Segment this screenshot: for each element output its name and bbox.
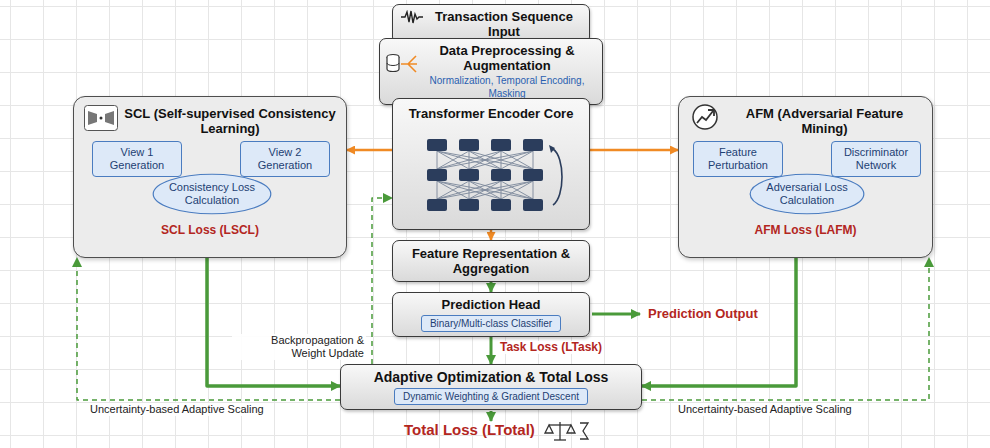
module-panel: AFM (Adversarial Feature Mining) AFM Loss… [678, 96, 933, 258]
connector-arrow [490, 230, 493, 240]
node-title: Transaction Sequence Input [427, 9, 581, 39]
node-subtitle: AFM Loss (LAFM) [679, 223, 932, 237]
prediction-output-arrow [592, 314, 640, 315]
scl-icon [84, 105, 118, 131]
module-panel: SCL (Self-supervised Consistency Learnin… [73, 96, 347, 258]
loss-box: Adaptive Optimization & Total LossDynami… [340, 364, 642, 410]
total-loss-arrow [491, 411, 492, 421]
connector-arrow [372, 198, 392, 364]
process-box: Feature Perturbation [693, 141, 783, 177]
node-title: Feature Representation & Aggregation [401, 246, 581, 276]
node-title: Consistency Loss Calculation [166, 181, 258, 207]
encoder-box: Transformer Encoder Core [392, 98, 590, 230]
process-box: Discriminator Network [831, 141, 921, 177]
node-title: Discriminator Network [836, 146, 916, 172]
node-subtitle: Normalization, Temporal Encoding, Maskin… [420, 74, 594, 100]
edge-label: Task Loss (LTask) [498, 341, 604, 354]
output-label: Prediction Output [646, 306, 760, 322]
node-title: Prediction Head [442, 297, 541, 312]
connector-arrow [490, 337, 493, 364]
classifier-box: Prediction HeadBinary/Multi-class Classi… [392, 292, 590, 337]
node-title: Adaptive Optimization & Total Loss [374, 369, 609, 385]
node-title: Data Preprocessing & Augmentation [420, 43, 594, 73]
scale-icon [545, 422, 588, 440]
edge-label: Backpropagation & Weight Update [232, 334, 366, 360]
node-subtitle: Dynamic Weighting & Gradient Descent [394, 388, 588, 405]
node-title: View 2 Generation [245, 146, 325, 172]
connector-arrow [77, 258, 340, 400]
loss-ellipse: Consistency Loss Calculation [152, 173, 272, 215]
node-subtitle: SCL Loss (LSCL) [74, 223, 346, 237]
process-box: Feature Representation & Aggregation [392, 240, 590, 282]
connector-arrow [347, 149, 392, 152]
transformer-illustration [415, 131, 565, 223]
process-box: Data Preprocessing & AugmentationNormali… [379, 38, 603, 105]
process-box: View 2 Generation [240, 141, 330, 177]
connector-arrow [642, 258, 929, 400]
connector-arrow [642, 258, 796, 386]
afm-icon [691, 103, 719, 131]
node-title: Transformer Encoder Core [409, 106, 574, 121]
node-title: Feature Perturbation [698, 146, 778, 172]
total-loss-label: Total Loss (LTotal) [402, 421, 537, 439]
connector-arrow [490, 282, 493, 292]
loss-ellipse: Adversarial Loss Calculation [749, 173, 865, 215]
connector-arrow [207, 258, 340, 386]
node-title: SCL (Self-supervised Consistency Learnin… [124, 106, 336, 136]
process-box: View 1 Generation [92, 141, 182, 177]
waveform-icon [401, 10, 423, 24]
node-title: AFM (Adversarial Feature Mining) [725, 106, 924, 136]
connector-arrow [590, 149, 678, 152]
node-title: View 1 Generation [97, 146, 177, 172]
database-icon [386, 51, 420, 77]
node-subtitle: Binary/Multi-class Classifier [421, 315, 561, 332]
edge-label: Uncertainty-based Adaptive Scaling [676, 403, 854, 416]
node-title: Adversarial Loss Calculation [763, 181, 851, 207]
edge-label: Uncertainty-based Adaptive Scaling [88, 403, 266, 416]
